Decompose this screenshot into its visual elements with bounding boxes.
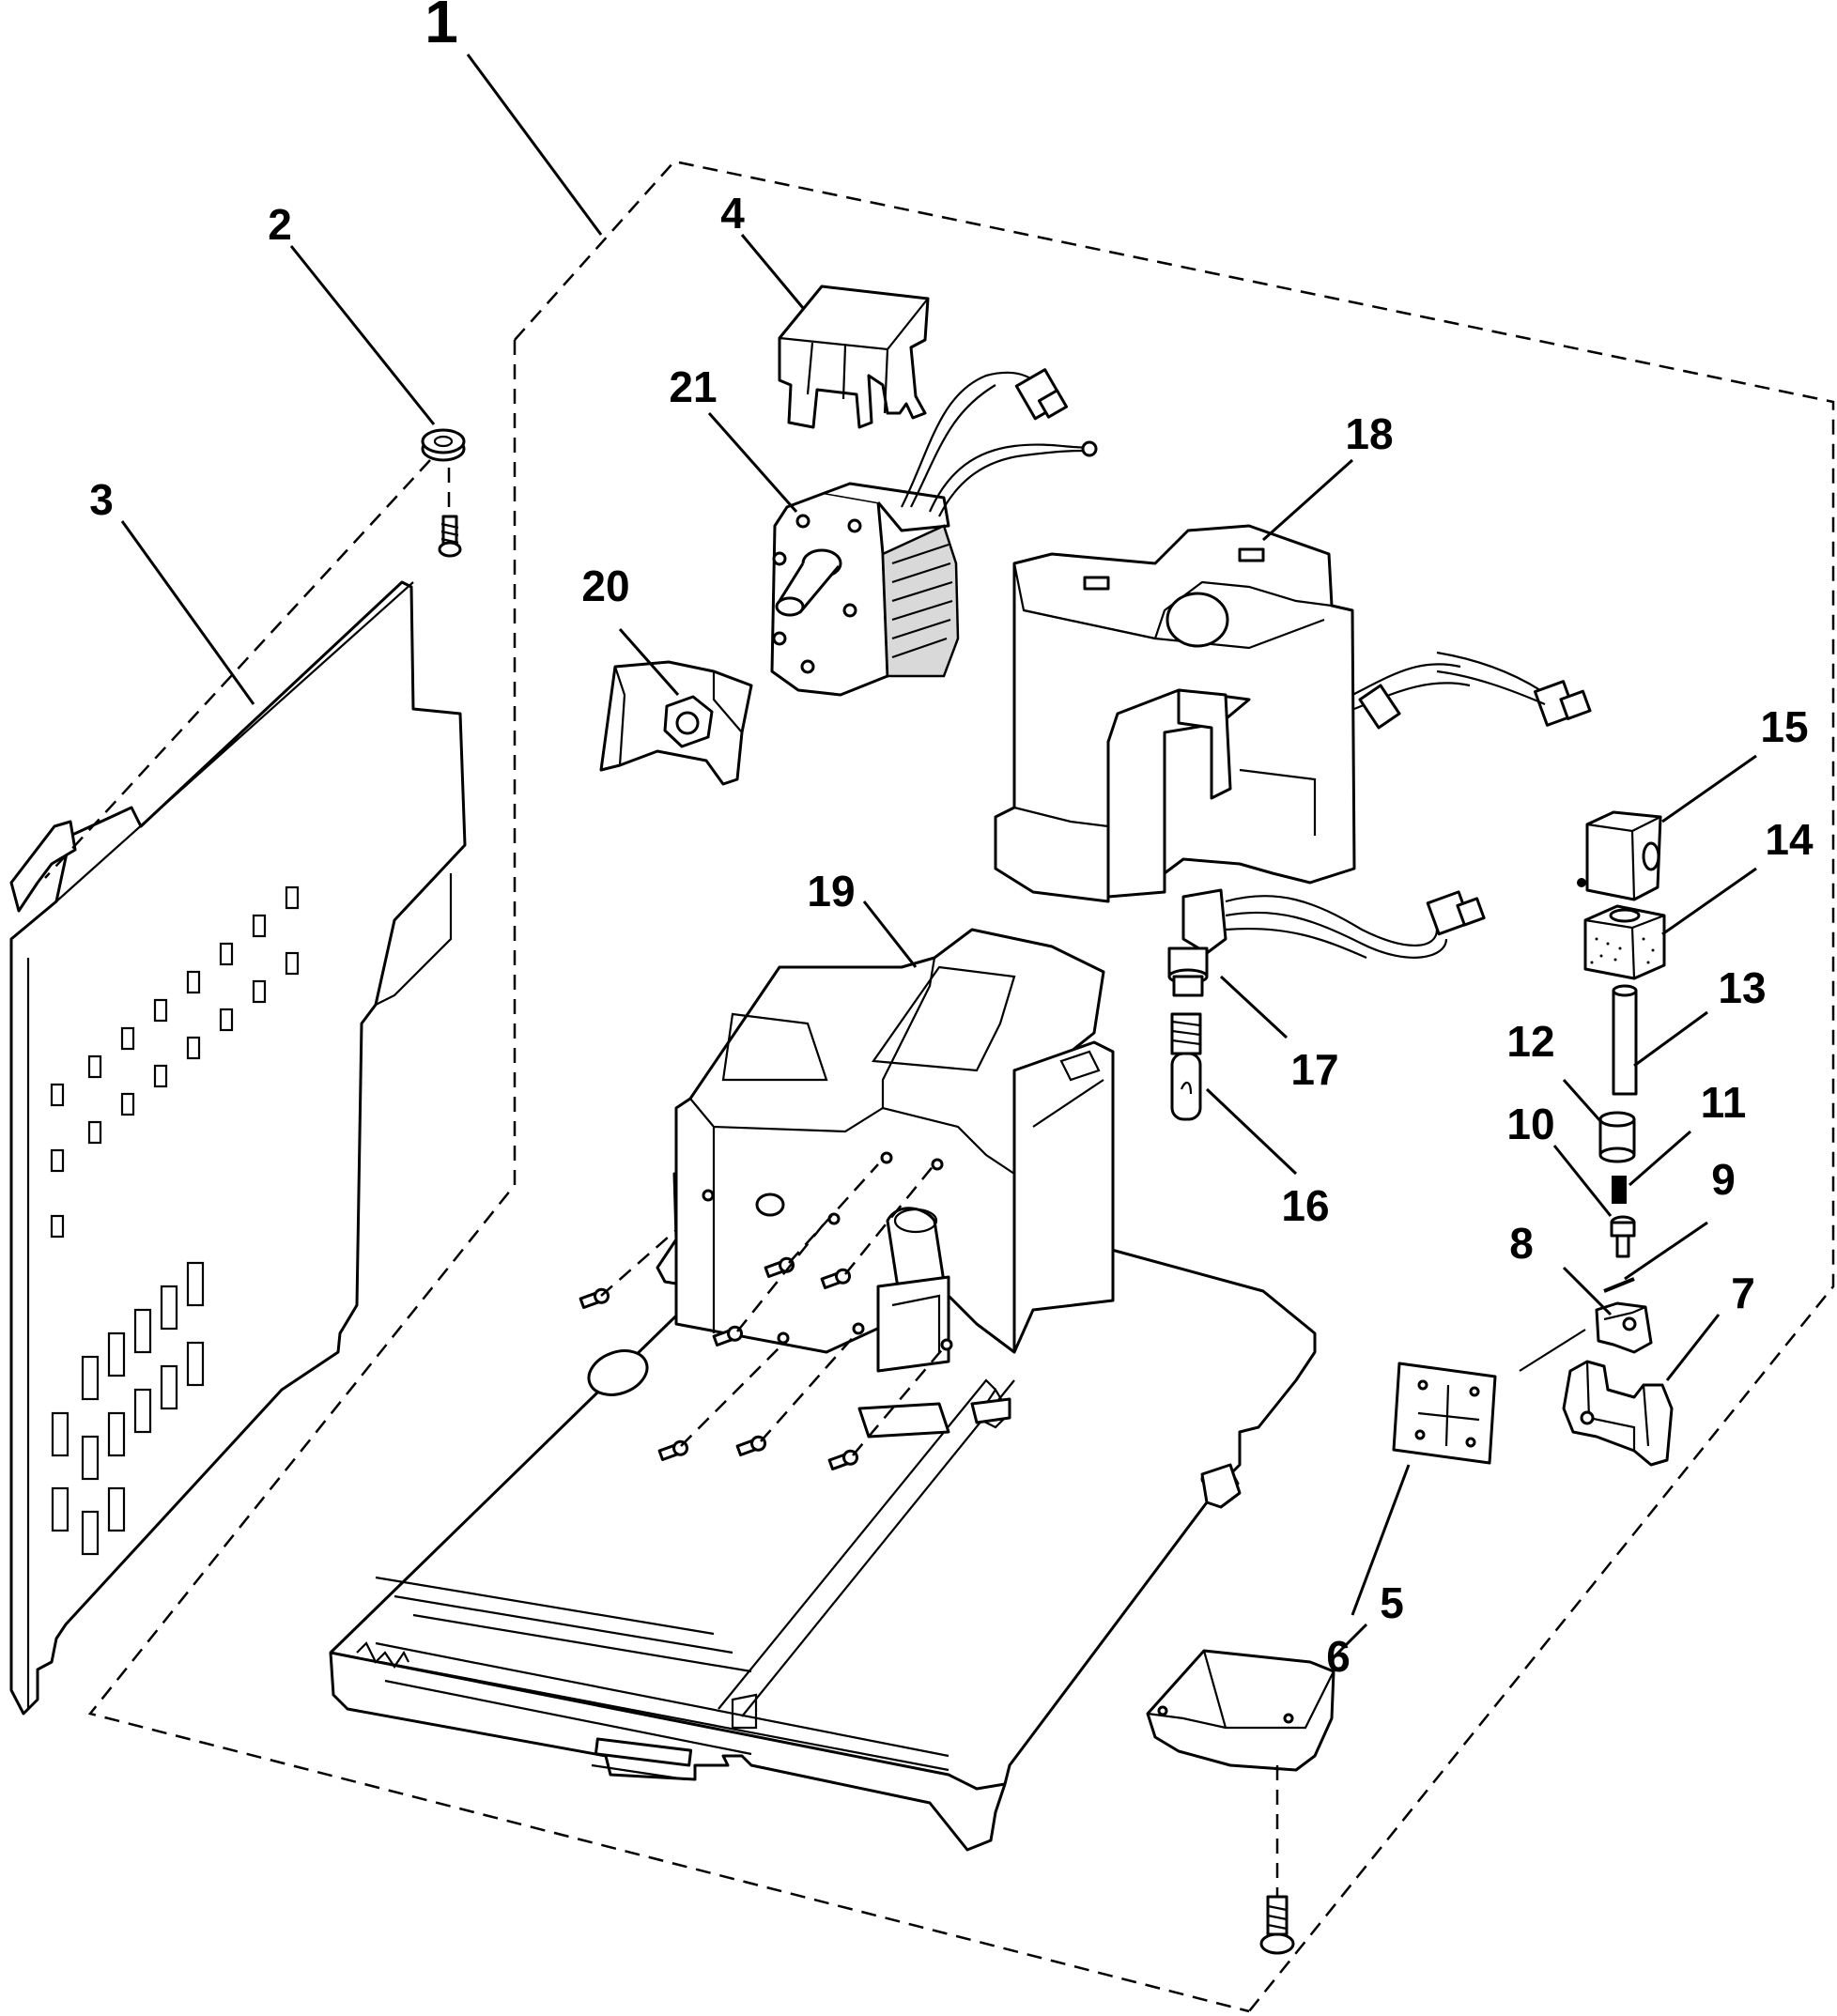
- callout-2: 2: [268, 200, 292, 249]
- callout-10: 10: [1506, 1100, 1554, 1148]
- callout-5: 5: [1380, 1578, 1404, 1627]
- screw-dash-lines: [600, 1163, 945, 1456]
- lever-bracket: [1595, 1301, 1653, 1354]
- callout-18: 18: [1345, 409, 1393, 458]
- base-chassis: [329, 928, 1317, 1852]
- callout-17: 17: [1290, 1045, 1338, 1094]
- plunger-sleeve: [1598, 1111, 1636, 1163]
- callout-13: 13: [1718, 963, 1766, 1012]
- callout-7: 7: [1731, 1269, 1755, 1317]
- callout-19: 19: [807, 867, 855, 916]
- callout-9: 9: [1711, 1155, 1736, 1204]
- screw-bottom: [1259, 1895, 1295, 1955]
- callout-8: 8: [1509, 1219, 1534, 1268]
- solenoid-bracket: [1562, 1360, 1674, 1467]
- mounting-plate: [1392, 1362, 1497, 1465]
- screw-top: [438, 515, 462, 558]
- callout-16: 16: [1281, 1181, 1329, 1230]
- assembly-boundary-outline: [87, 160, 1835, 2013]
- pin: [1603, 1277, 1635, 1293]
- solenoid-frame: [1577, 810, 1662, 901]
- side-cover-panel: [9, 580, 467, 1716]
- motor-mount-bracket: [599, 660, 753, 786]
- callout-4: 4: [720, 189, 745, 238]
- plunger-rod: [1612, 984, 1638, 1096]
- callout-6: 6: [1326, 1632, 1351, 1681]
- plunger-tip: [1610, 1215, 1636, 1258]
- spring: [1612, 1176, 1627, 1204]
- motor-cover: [778, 285, 930, 429]
- auger-motor: [770, 368, 1098, 697]
- callout-3: 3: [89, 475, 114, 524]
- callout-11: 11: [1701, 1078, 1747, 1127]
- drip-tray: [1146, 1649, 1335, 1772]
- callout-12: 12: [1506, 1017, 1554, 1066]
- callout-21: 21: [669, 362, 717, 411]
- solenoid-coil: [1583, 904, 1666, 980]
- callout-1: 1: [425, 0, 458, 55]
- dispenser-housing: [994, 524, 1592, 903]
- lamp-socket-harness: [1167, 888, 1486, 997]
- leader-lines: [120, 54, 1757, 1659]
- callout-14: 14: [1765, 815, 1814, 864]
- light-bulb: [1170, 1012, 1202, 1121]
- callout-15: 15: [1760, 702, 1808, 751]
- grommet: [421, 428, 466, 462]
- chassis-screws: [579, 1256, 859, 1470]
- callout-20: 20: [581, 562, 629, 610]
- callout-labels: 1 2 3 4 5 6 7 8 9 10 11 12 13 14 15 16 1…: [89, 0, 1814, 1681]
